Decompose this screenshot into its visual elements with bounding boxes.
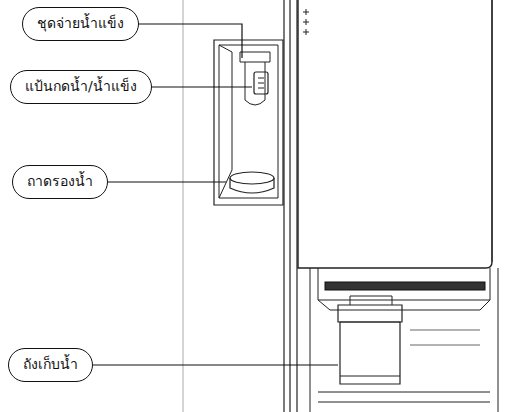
callout-box: ถังเก็บน้ำ (8, 348, 93, 382)
callout-box: ถาดรองน้ำ (12, 165, 108, 199)
part-label: ถังเก็บน้ำ (23, 355, 78, 373)
leader-line (152, 86, 252, 87)
callout-box: แป้นกดน้ำ/น้ำแข็ง (10, 70, 152, 104)
leader-line (108, 181, 226, 182)
leader-line (139, 24, 242, 58)
callout-box: ชุดจ่ายน้ำแข็ง (22, 7, 139, 41)
leader-line (93, 364, 338, 365)
part-label: แป้นกดน้ำ/น้ำแข็ง (25, 77, 137, 95)
part-label: ชุดจ่ายน้ำแข็ง (37, 14, 124, 32)
part-label: ถาดรองน้ำ (27, 172, 93, 190)
